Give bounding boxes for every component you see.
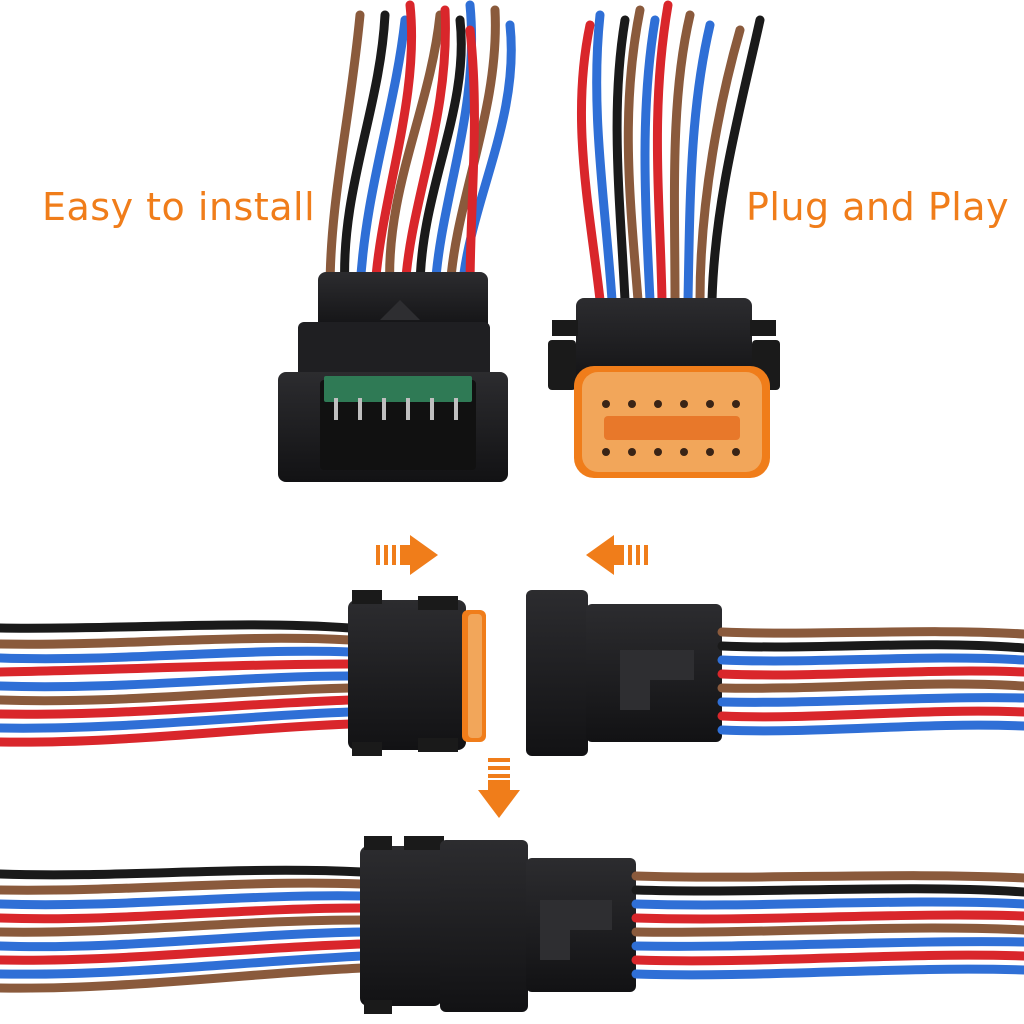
female-connector-top xyxy=(548,0,780,478)
wire-bundle-top-right xyxy=(576,0,765,305)
wire-bundle-bottom-left xyxy=(0,865,367,993)
wire-bundle-bottom-right xyxy=(631,871,1024,980)
headline-easy-to-install: Easy to install xyxy=(42,185,316,229)
wire-bundle-middle-right xyxy=(717,627,1024,736)
socket-holes xyxy=(602,400,740,456)
arrow-down-icon xyxy=(478,758,520,818)
pin-row xyxy=(334,398,458,420)
wire-bundle-middle-left xyxy=(0,620,355,747)
arrow-right-icon xyxy=(376,535,438,575)
mated-connector-bottom xyxy=(360,836,636,1014)
arrow-left-icon xyxy=(586,535,648,575)
headline-plug-and-play: Plug and Play xyxy=(746,185,1010,229)
wire-bundle-top-left xyxy=(325,0,516,295)
female-connector-middle xyxy=(348,590,486,756)
male-connector-top xyxy=(278,0,516,482)
male-connector-middle xyxy=(526,590,722,756)
